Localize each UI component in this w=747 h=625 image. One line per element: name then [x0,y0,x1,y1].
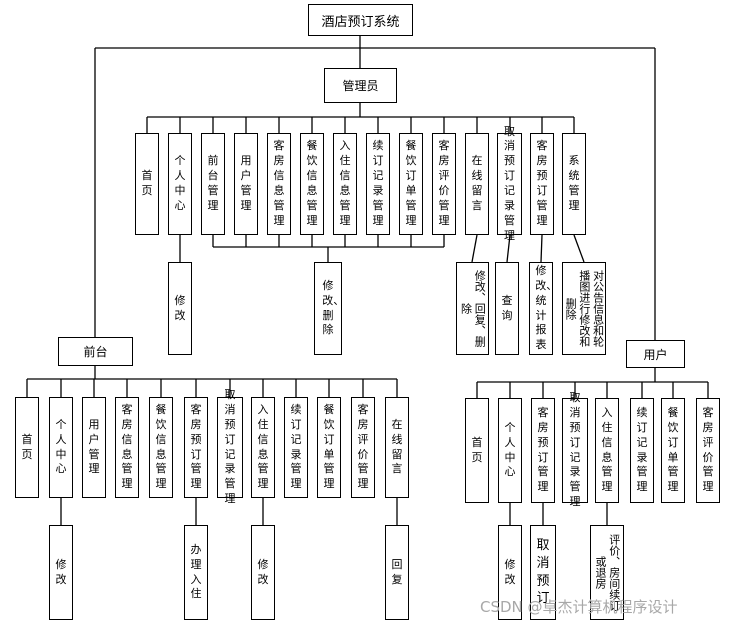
admin-module-checkin-info-mgmt: 入住信息管理 [333,133,357,235]
user-module-room-booking-mgmt: 客房预订管理 [531,398,555,503]
frontdesk-module-room-review-mgmt: 客房评价管理 [351,397,375,498]
admin-module-home: 首页 [135,133,159,235]
admin-module-online-message: 在线留言 [465,133,489,235]
user-module-personal-center: 个人中心 [498,398,522,503]
admin-module-system-mgmt: 系统管理 [562,133,586,235]
admin-action-booking: 修改、统计报表 [529,262,557,355]
admin-module-renewal-record-mgmt: 续订记录管理 [366,133,390,235]
admin-module-dining-order-mgmt: 餐饮订单管理 [399,133,423,235]
frontdesk-module-room-info-mgmt: 客房信息管理 [115,397,139,498]
frontdesk-module-cancel-record-mgmt: 取消预订记录管理 [217,388,243,505]
user-module-dining-order-mgmt: 餐饮订单管理 [661,398,685,503]
admin-module-room-info-mgmt: 客房信息管理 [267,133,291,235]
frontdesk-module-checkin-info-mgmt: 入住信息管理 [251,397,275,498]
frontdesk-module-dining-order-mgmt: 餐饮订单管理 [317,397,341,498]
user-action-personal: 修改 [498,525,522,620]
frontdesk-module-online-message: 在线留言 [385,397,409,498]
admin-module-dining-info-mgmt: 餐饮信息管理 [300,133,324,235]
admin-action-system: 对公告信息和轮播图进行修改和删除 [562,262,606,355]
frontdesk-action-personal: 修改 [49,525,73,620]
frontdesk-action-checkin: 修改 [251,525,275,620]
admin-module-personal-center: 个人中心 [168,133,192,235]
user-module-cancel-record-mgmt: 取消预订记录管理 [562,391,588,508]
frontdesk-action-booking: 办理入住 [184,525,208,620]
admin-module-room-review-mgmt: 客房评价管理 [432,133,456,235]
frontdesk-module-home: 首页 [15,397,39,498]
root-node: 酒店预订系统 [308,4,413,36]
admin-action-group: 修改、删除 [314,262,344,355]
user-node: 用户 [626,340,685,368]
frontdesk-module-room-booking-mgmt: 客房预订管理 [184,397,208,498]
admin-module-user-mgmt: 用户管理 [234,133,258,235]
frontdesk-module-user-mgmt: 用户管理 [82,397,106,498]
admin-module-room-booking-mgmt: 客房预订管理 [530,133,554,235]
user-action-booking: 取消预订 [530,525,556,620]
frontdesk-module-personal-center: 个人中心 [49,397,73,498]
frontdesk-module-dining-info-mgmt: 餐饮信息管理 [149,397,173,498]
admin-action-message: 修改、回复、删除 [456,262,489,355]
admin-action-personal: 修改 [168,262,192,355]
admin-module-cancel-record-mgmt: 取消预订记录管理 [497,125,522,242]
user-module-room-review-mgmt: 客房评价管理 [696,398,720,503]
frontdesk-action-message: 回复 [385,525,409,620]
frontdesk-node: 前台 [58,337,133,366]
frontdesk-module-renewal-record-mgmt: 续订记录管理 [284,397,308,498]
user-module-checkin-info-mgmt: 入住信息管理 [595,398,619,503]
watermark: CSDN @卓杰计算机程序设计 [480,598,678,616]
user-module-renewal-record-mgmt: 续订记录管理 [630,398,654,503]
admin-node: 管理员 [324,68,397,103]
user-module-home: 首页 [465,398,489,503]
user-action-checkin: 评价、房间续订或退房 [590,525,624,620]
admin-module-frontdesk-mgmt: 前台管理 [201,133,225,235]
admin-action-cancel: 查询 [495,262,519,355]
